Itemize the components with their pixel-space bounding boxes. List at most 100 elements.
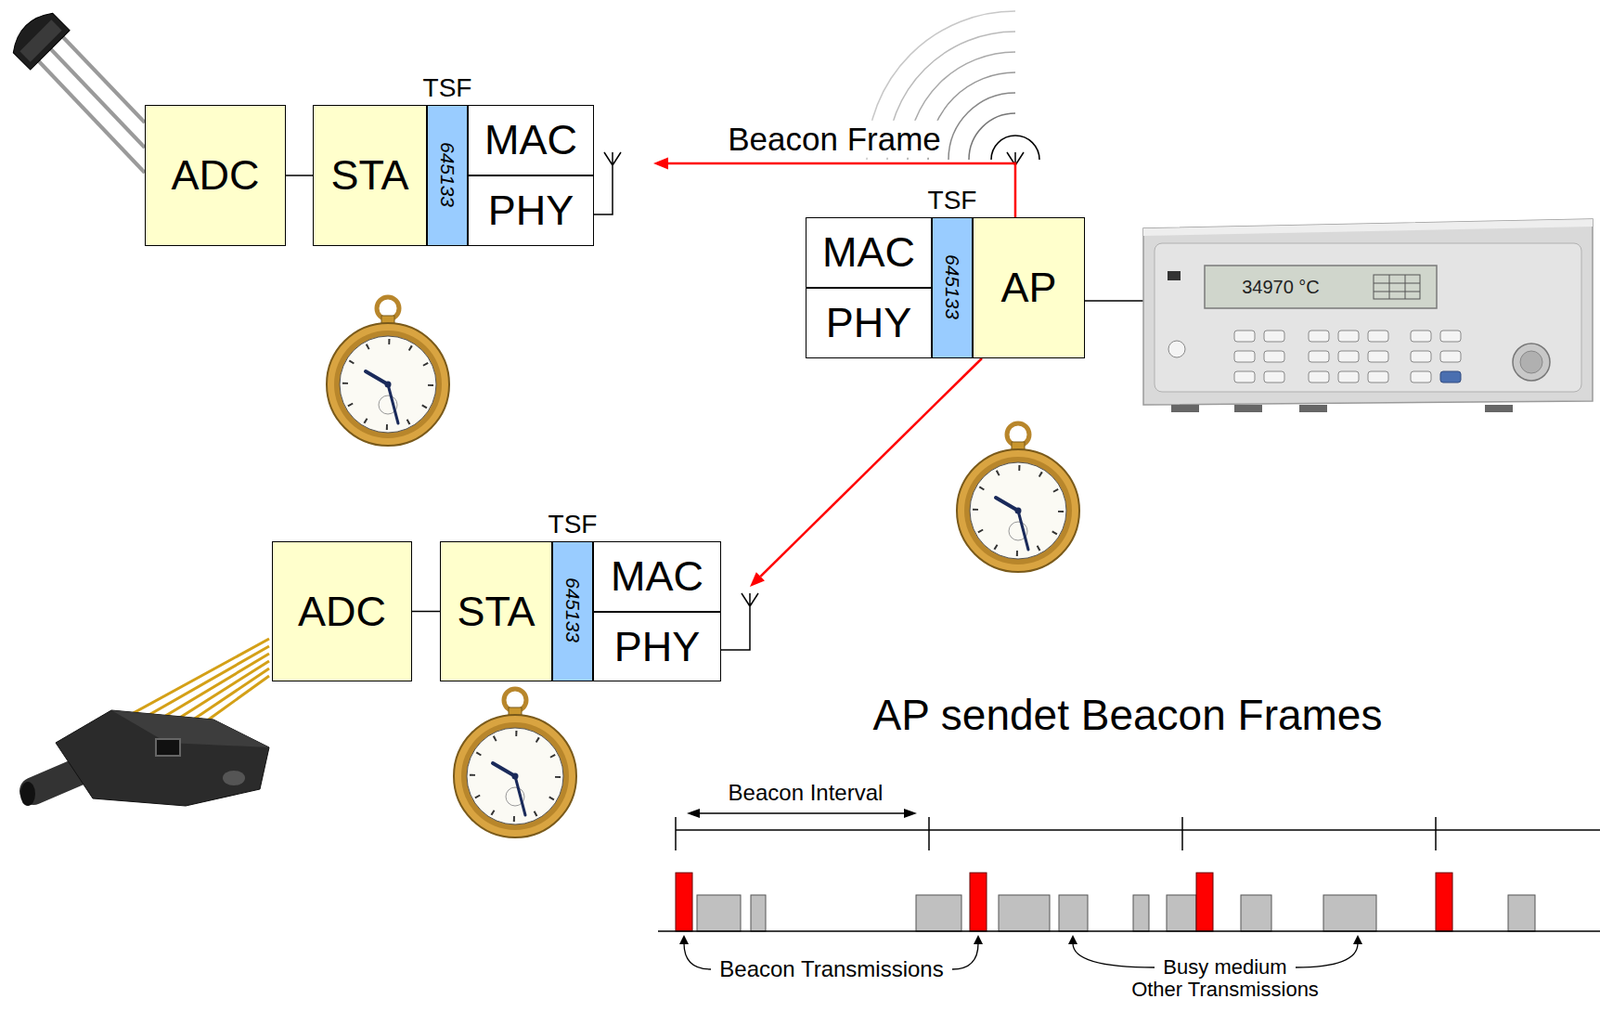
measurement-instrument — [1264, 371, 1285, 383]
beacon-timeline — [1072, 942, 1155, 968]
access-point-box: AP — [972, 217, 1085, 359]
beacon-timeline — [658, 929, 1600, 932]
pressure-sensor — [155, 738, 181, 756]
label-patch: Busy medium — [1160, 954, 1290, 979]
box-label: MAC — [610, 553, 704, 600]
beacon-timeline — [1058, 894, 1088, 931]
beacon-timeline — [658, 808, 1600, 969]
beacon-timeline — [674, 816, 677, 851]
pressure-sensor — [111, 709, 270, 748]
signal-wire — [285, 174, 313, 177]
pressure-sensor — [139, 645, 270, 721]
beacon-timeline — [1435, 872, 1453, 931]
phy-layer-box: PHY — [593, 611, 722, 682]
measurement-instrument — [1234, 371, 1255, 383]
label-patch: AP sendet Beacon Frames — [870, 690, 1386, 740]
hall-sensor — [19, 19, 62, 62]
box-label: PHY — [825, 299, 913, 347]
measurement-instrument — [1167, 270, 1181, 281]
beacon-timeline — [903, 808, 917, 818]
label-patch: Beacon Transmissions — [716, 955, 946, 982]
measurement-instrument — [1373, 274, 1420, 299]
measurement-instrument — [1367, 330, 1389, 342]
callout-label: Busy medium — [1162, 954, 1287, 979]
measurement-instrument — [1143, 219, 1593, 413]
beacon-timeline — [1181, 816, 1184, 851]
measurement-instrument — [1234, 330, 1461, 383]
hall-sensor — [35, 57, 145, 173]
measurement-instrument — [1484, 404, 1513, 413]
phy-layer-box: PHY — [467, 175, 594, 246]
pressure-sensor — [129, 638, 270, 715]
interval-label: Beacon Interval — [728, 779, 884, 805]
hall-sensor — [6, 6, 145, 173]
box-label: STA — [330, 152, 409, 199]
register-name: TSF — [928, 185, 978, 216]
hall-sensor — [61, 35, 145, 123]
adc-box: ADC — [271, 541, 413, 682]
measurement-instrument — [1338, 350, 1359, 362]
measurement-instrument — [1440, 330, 1461, 342]
beacon-timeline — [1323, 894, 1377, 931]
measurement-instrument — [1234, 350, 1255, 362]
measurement-instrument — [1143, 219, 1593, 405]
pressure-sensor — [55, 709, 270, 806]
signal-wire — [412, 610, 440, 612]
pocket-watch — [326, 296, 450, 446]
callout-label: Other Transmissions — [1131, 977, 1319, 1001]
measurement-instrument — [1308, 350, 1330, 362]
display-reading: 34970 °C — [1241, 276, 1320, 297]
measurement-instrument — [1410, 350, 1432, 362]
box-label: MAC — [822, 229, 916, 276]
beacon-timeline — [679, 934, 1363, 944]
beacon-timeline — [1508, 894, 1536, 931]
box-label: ADC — [297, 588, 387, 635]
antenna — [593, 152, 1024, 650]
beacon-timeline — [916, 894, 962, 931]
phy-layer-box: PHY — [805, 287, 932, 359]
register-name: TSF — [423, 73, 473, 104]
beacon-arrow — [760, 358, 982, 577]
signal-wire — [412, 610, 440, 613]
pocket-watch — [956, 423, 1080, 572]
measurement-instrument — [1520, 350, 1543, 374]
measurement-instrument — [1168, 340, 1186, 358]
label-patch: Other Transmissions — [1128, 977, 1322, 1001]
beacon-timeline — [1353, 934, 1363, 944]
mac-layer-box: MAC — [805, 217, 932, 288]
beacon-timeline — [686, 808, 700, 818]
beacon-arrow — [668, 163, 1016, 218]
beacon-timeline — [1166, 894, 1197, 931]
adc-box: ADC — [144, 104, 286, 246]
measurement-instrument — [1338, 330, 1359, 342]
measurement-instrument — [1410, 371, 1432, 383]
beacon-timeline — [1295, 942, 1358, 968]
beacon-timeline — [973, 934, 983, 944]
measurement-instrument — [1154, 243, 1582, 392]
beacon-timeline — [952, 942, 979, 969]
measurement-instrument — [1264, 330, 1285, 342]
box-label: STA — [456, 588, 535, 635]
measurement-instrument — [1308, 330, 1330, 342]
timestamp-value: 645133 — [436, 141, 459, 207]
pressure-sensor — [222, 770, 246, 786]
beacon-timeline — [675, 872, 693, 931]
measurement-instrument — [1367, 350, 1389, 362]
pressure-sensor — [20, 638, 270, 806]
measurement-instrument — [1440, 350, 1461, 362]
box-label: ADC — [170, 152, 259, 199]
timestamp-value: 645133 — [941, 253, 964, 319]
measurement-instrument — [1440, 371, 1461, 383]
signal-wire — [285, 175, 313, 177]
beacon-timeline — [1434, 816, 1437, 851]
beacon-arrow — [749, 358, 982, 587]
cable — [1084, 299, 1144, 302]
beacon-arrow — [653, 157, 1016, 219]
measurement-instrument — [1234, 404, 1263, 413]
measurement-instrument — [1264, 350, 1285, 362]
box-label: MAC — [484, 116, 578, 164]
beacon-timeline — [683, 942, 711, 969]
box-label: PHY — [614, 623, 701, 671]
beacon-timeline — [696, 894, 1536, 931]
beacon-timeline — [675, 828, 1600, 831]
